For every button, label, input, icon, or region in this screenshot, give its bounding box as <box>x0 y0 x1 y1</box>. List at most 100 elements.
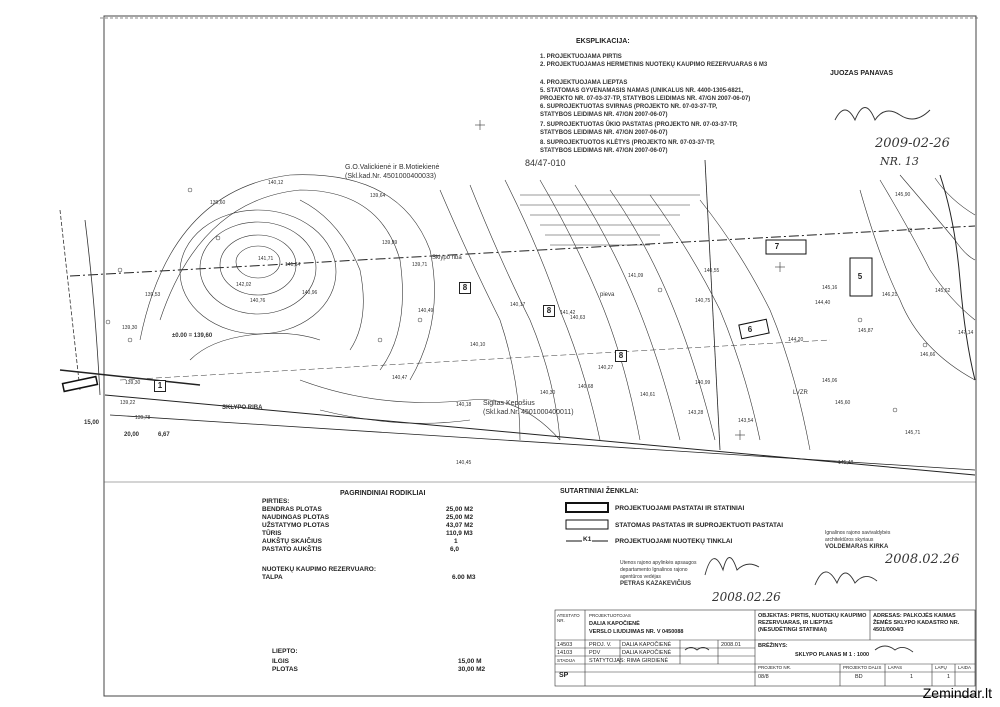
indicator-key: BENDRAS PLOTAS <box>262 506 322 513</box>
indicators-title: PAGRINDINIAI RODIKLIAI <box>340 490 426 497</box>
explication-item: STATYBOS LEIDIMAS NR. 47/GN 2007-06-07) <box>540 130 668 136</box>
spot-height: 140,96 <box>302 290 318 296</box>
indicator-key: TALPA <box>262 574 283 581</box>
legend-item: PROJEKTUOJAMI NUOTEKŲ TINKLAI <box>615 538 733 545</box>
reservoir-label: NUOTEKŲ KAUPIMO REZERVUARO: <box>262 566 376 573</box>
approval-date: 2008.02.26 <box>712 590 781 604</box>
tb-col-header: LAPAS <box>888 665 903 670</box>
pirtis-label: PIRTIES: <box>262 498 290 505</box>
indicator-value: 43,07 M2 <box>446 522 474 529</box>
approval-line: Utenos rajono apylinkės apsaugos <box>620 560 697 566</box>
explication-title: EKSPLIKACIJA: <box>576 38 630 45</box>
spot-height: 139,53 <box>145 292 161 298</box>
spot-height: 140,61 <box>640 392 656 398</box>
tb-object: OBJEKTAS: PIRTIS, NUOTEKŲ KAUPIMO REZERV… <box>758 613 867 633</box>
spot-height: 139,64 <box>370 193 386 199</box>
pieva-label: pieva <box>600 292 615 298</box>
tb-col-header: LAIDA <box>958 665 972 670</box>
building-number-6: 6 <box>747 325 753 334</box>
tb-col-value: 1 <box>910 674 914 680</box>
building-number-8: 8 <box>615 350 627 362</box>
owner-bottom-kad: (Skl.kad.Nr. 4501000400011) <box>483 409 574 416</box>
spot-height: 140,27 <box>598 365 614 371</box>
spot-height: 140,47 <box>392 375 408 381</box>
dimension-label: 15,00 <box>84 420 100 426</box>
legend: SUTARTINIAI ŽENKLAI: PROJEKTUOJAMI PASTA… <box>560 488 790 548</box>
indicator-key: AUKŠTŲ SKAIČIUS <box>262 538 322 545</box>
tb-address: ADRESAS: PALKOJĖS KAIMAS ŽEMĖS SKLYPO KA… <box>873 613 960 633</box>
building-number-7: 7 <box>774 242 780 251</box>
spot-height: 145,06 <box>822 378 838 384</box>
indicator-key: PASTATO AUKŠTIS <box>262 546 322 553</box>
spot-height: 143,28 <box>688 410 704 416</box>
stamp-name: JUOZAS PANAVAS <box>830 70 894 77</box>
spot-height: 140,12 <box>268 180 284 186</box>
parcel-code: 84/47-010 <box>525 158 566 168</box>
stamp-date: 2009-02-26 <box>875 136 950 151</box>
spot-height: 145,16 <box>822 285 838 291</box>
approval-date: 2008.02.26 <box>885 552 960 567</box>
spot-height: 147,14 <box>958 330 974 336</box>
tb-row-date: 2008.01 <box>721 642 741 648</box>
owner-top-label: G.O.Valickienė ir B.Motiekienė <box>345 164 440 171</box>
spot-height: 140,10 <box>470 342 486 348</box>
spot-height: 145,71 <box>905 430 921 436</box>
tb-row-nr: SP <box>559 672 569 679</box>
indicator-value: 30,00 M2 <box>458 666 486 673</box>
tb-row-role: PDV <box>589 650 601 656</box>
tb-drawing-label: BRĖŽINYS: <box>758 643 788 649</box>
legend-item: STATOMAS PASTATAS IR SUPROJEKTUOTI PASTA… <box>615 522 784 529</box>
approval-line: architektūros skyriaus <box>825 537 874 543</box>
explication-item: 5. STATOMAS GYVENAMASIS NAMAS (UNIKALUS … <box>540 88 744 94</box>
spot-height: 140,45 <box>456 460 472 466</box>
spot-height: 139,22 <box>120 400 136 406</box>
elevation-marker: ±0.00 = 139,60 <box>172 333 213 339</box>
explication-item: 6. SUPROJEKTUOTAS SVIRNAS (PROJEKTO NR. … <box>540 104 718 110</box>
tb-org-line: PROJEKTUOTOJAS <box>589 613 631 618</box>
indicator-value: 110,9 M3 <box>446 530 473 537</box>
main-indicators: PAGRINDINIAI RODIKLIAI PIRTIES: BENDRAS … <box>262 490 522 690</box>
spot-height: 139,30 <box>122 325 138 331</box>
spot-height: 139,30 <box>125 380 141 386</box>
approval-name: PETRAS KAZAKEVIČIUS <box>620 581 692 587</box>
tb-row-nr: 14503 <box>557 642 573 648</box>
tb-col-value: 1 <box>947 674 951 680</box>
explication-item: 4. PROJEKTUOJAMA LIEPTAS <box>540 80 628 86</box>
spot-height: 146,66 <box>920 352 936 358</box>
indicator-value: 6.00 M3 <box>452 574 476 581</box>
legend-line-marker: K1 <box>582 536 593 543</box>
tb-org-line: VERSLO LIUDIJIMAS NR. V 0450088 <box>589 629 684 635</box>
spot-height: 143,54 <box>738 418 754 424</box>
spot-height: 140,68 <box>578 384 594 390</box>
indicator-value: 25,00 M2 <box>446 506 474 513</box>
tb-col-value: BD <box>855 674 863 680</box>
spot-height: 145,60 <box>835 400 851 406</box>
legend-item: PROJEKTUOJAMI PASTATAI IR STATINIAI <box>615 505 745 512</box>
tb-row-role: STATYTOJAS: RIMA GIRDIENĖ <box>589 658 669 664</box>
spot-height: 144,40 <box>815 300 831 306</box>
explication-item: STATYBOS LEIDIMAS NR. 47/GN 2007-06-07) <box>540 112 668 118</box>
sklypo-riba-label: Sklypo riba <box>432 255 462 261</box>
spot-height: 145,87 <box>858 328 874 334</box>
spot-height: 141,09 <box>628 273 644 279</box>
tb-row-nr: 14103 <box>557 650 573 656</box>
spot-height: 140,30 <box>540 390 556 396</box>
tb-row-nr: STADIJA <box>557 658 576 663</box>
indicator-key: ILGIS <box>272 658 289 665</box>
pier-label: LIEPTO: <box>272 648 298 655</box>
tb-atestato-header: ATESTATO NR. <box>557 613 580 623</box>
explication-item: 2. PROJEKTUOJAMAS HERMETINIS NUOTEKŲ KAU… <box>540 62 768 68</box>
building-number-1: 1 <box>154 380 166 392</box>
spot-height: 139,78 <box>135 415 151 421</box>
spot-height: 141,71 <box>258 256 274 262</box>
owner-bottom-label: Sigitas Kepošius <box>483 400 535 407</box>
spot-height: 140,75 <box>695 298 711 304</box>
spot-height: 144,20 <box>788 337 804 343</box>
explication-item: 8. SUPROJEKTUOTOS KLĖTYS (PROJEKTO NR. 0… <box>540 140 715 146</box>
tb-col-header: LAPŲ <box>935 665 947 670</box>
tb-drawing: SKLYPO PLANAS M 1 : 1000 <box>795 652 870 658</box>
approval-line: agentūros vedėjas <box>620 574 661 580</box>
watermark: Zemindar.lt <box>922 685 992 701</box>
owner-top-kad: (Skl.kad.Nr. 4501000400033) <box>345 173 437 180</box>
